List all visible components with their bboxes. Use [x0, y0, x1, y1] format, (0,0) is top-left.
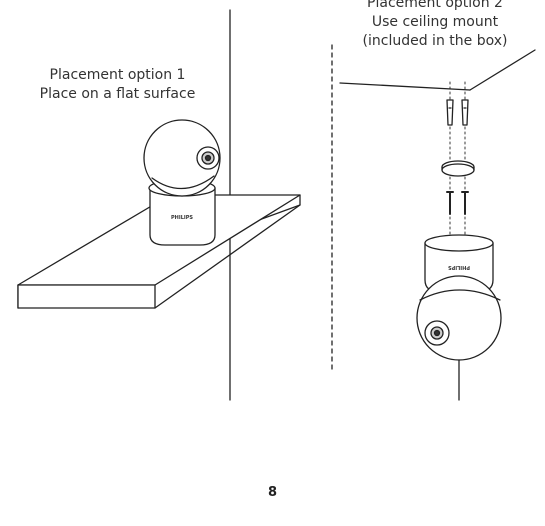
camera-brand-label: PHILIPS — [171, 215, 193, 221]
camera-on-shelf — [143, 119, 221, 246]
ceiling-line-left — [339, 82, 471, 91]
camera-brand-label-inverted: PHILIPS — [448, 264, 470, 270]
camera-ceiling — [416, 234, 502, 361]
placement-option-1-title: Placement option 1 — [49, 67, 186, 83]
placement-option-2-description: Use ceiling mount — [371, 14, 499, 30]
page-number: 8 — [267, 485, 278, 500]
placement-option-2-note: (included in the box) — [362, 33, 508, 49]
placement-option-2-title: Placement option 2 — [367, 0, 503, 11]
placement-option-1-caption: Placement option 1 Place on a flat surfa… — [10, 66, 225, 104]
ceiling-mount-plate — [441, 160, 475, 177]
placement-option-1-description: Place on a flat surface — [39, 86, 196, 102]
wall-plugs — [446, 99, 469, 126]
screws — [446, 191, 469, 215]
placement-option-2-caption: Placement option 2 Use ceiling mount (in… — [335, 0, 535, 51]
ceiling-line-right — [469, 49, 536, 91]
